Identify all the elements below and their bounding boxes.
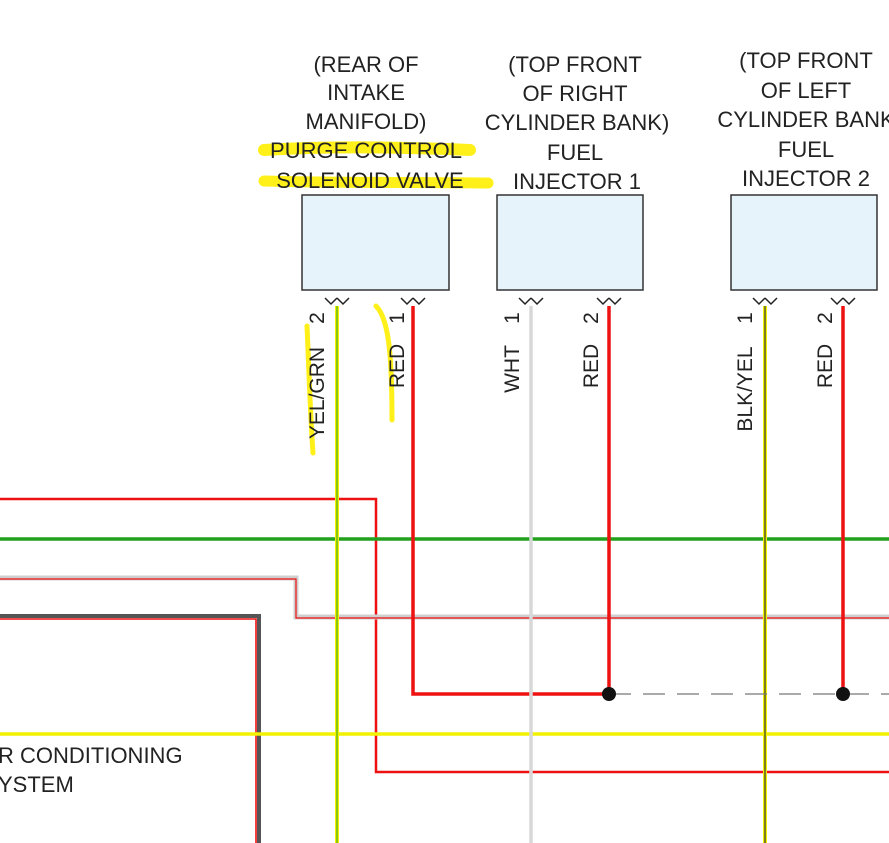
pin-number: 1 [501, 312, 524, 324]
purge-label-line: PURGE CONTROL [270, 138, 462, 163]
splice-dot-2 [836, 687, 850, 701]
pin-chevron [324, 297, 350, 306]
wire-color-label: BLK/YEL [734, 346, 757, 431]
wire-purge-red [411, 306, 609, 696]
gray-wire-step [0, 575, 889, 620]
pin-chevron [752, 297, 778, 306]
wire-color-label: RED [386, 344, 409, 388]
pin-number: 1 [734, 312, 757, 324]
wire-color-label: YEL/GRN [306, 347, 329, 439]
pin-chevron [830, 297, 856, 306]
inj1-label-line: (TOP FRONT [508, 52, 642, 77]
highlighter-marks [258, 141, 494, 456]
background-wiring [0, 497, 889, 843]
pin-chevrons [324, 297, 856, 306]
wire-color-label: RED [814, 344, 837, 388]
system-label-line: YSTEM [0, 772, 74, 797]
system-label: R CONDITIONING YSTEM [0, 743, 183, 797]
red-wire-loop [0, 497, 889, 774]
connectors [301, 194, 878, 291]
connector-purge [301, 194, 450, 291]
inj1-label-line: CYLINDER BANK) [485, 110, 670, 135]
highlight-mark-purge-line1 [258, 141, 476, 156]
purge-label-line: INTAKE [327, 80, 405, 105]
inj2-label-line: CYLINDER BANK [717, 107, 889, 132]
pin-chevron [518, 297, 544, 306]
pin-wire-labels: 2 YEL/GRN 1 RED 1 WHT 2 RED 1 BLK/YEL 2 … [306, 312, 837, 439]
pin-number: 2 [814, 312, 837, 324]
red-wire-drop [0, 618, 257, 843]
inj2-label: (TOP FRONT OF LEFT CYLINDER BANK FUEL IN… [717, 48, 889, 191]
splice-dot-1 [602, 687, 616, 701]
inj1-label-line: OF RIGHT [522, 81, 627, 106]
purge-label-line: SOLENOID VALVE [276, 168, 463, 193]
component-wiring [335, 306, 889, 843]
highlight-mark-red [373, 303, 395, 423]
inj2-label-line: (TOP FRONT [739, 48, 873, 73]
pin-chevron [400, 297, 426, 306]
pin-number: 2 [306, 312, 329, 324]
wire-color-label: WHT [501, 345, 524, 393]
inj2-label-line: INJECTOR 2 [742, 166, 870, 191]
purge-label-line: MANIFOLD) [306, 109, 427, 134]
red-wire-step [0, 578, 889, 619]
connector-inj1 [496, 194, 644, 291]
pin-chevron [596, 297, 622, 306]
pin-number: 2 [580, 312, 603, 324]
inj1-label-line: FUEL [547, 140, 603, 165]
wire-color-label: RED [580, 344, 603, 388]
highlight-mark-purge-line2 [258, 175, 494, 189]
inj1-label-line: INJECTOR 1 [513, 169, 641, 194]
inj1-label: (TOP FRONT OF RIGHT CYLINDER BANK) FUEL … [485, 52, 670, 194]
gray-wire-drop [0, 614, 261, 843]
connector-inj2 [730, 194, 878, 291]
highlight-mark-yelgrn [304, 323, 316, 456]
inj2-label-line: FUEL [778, 137, 834, 162]
purge-label-line: (REAR OF [313, 52, 418, 77]
purge-label: (REAR OF INTAKE MANIFOLD) PURGE CONTROL … [270, 52, 464, 193]
pin-number: 1 [386, 312, 409, 324]
system-label-line: R CONDITIONING [0, 743, 183, 768]
inj2-label-line: OF LEFT [761, 78, 851, 103]
